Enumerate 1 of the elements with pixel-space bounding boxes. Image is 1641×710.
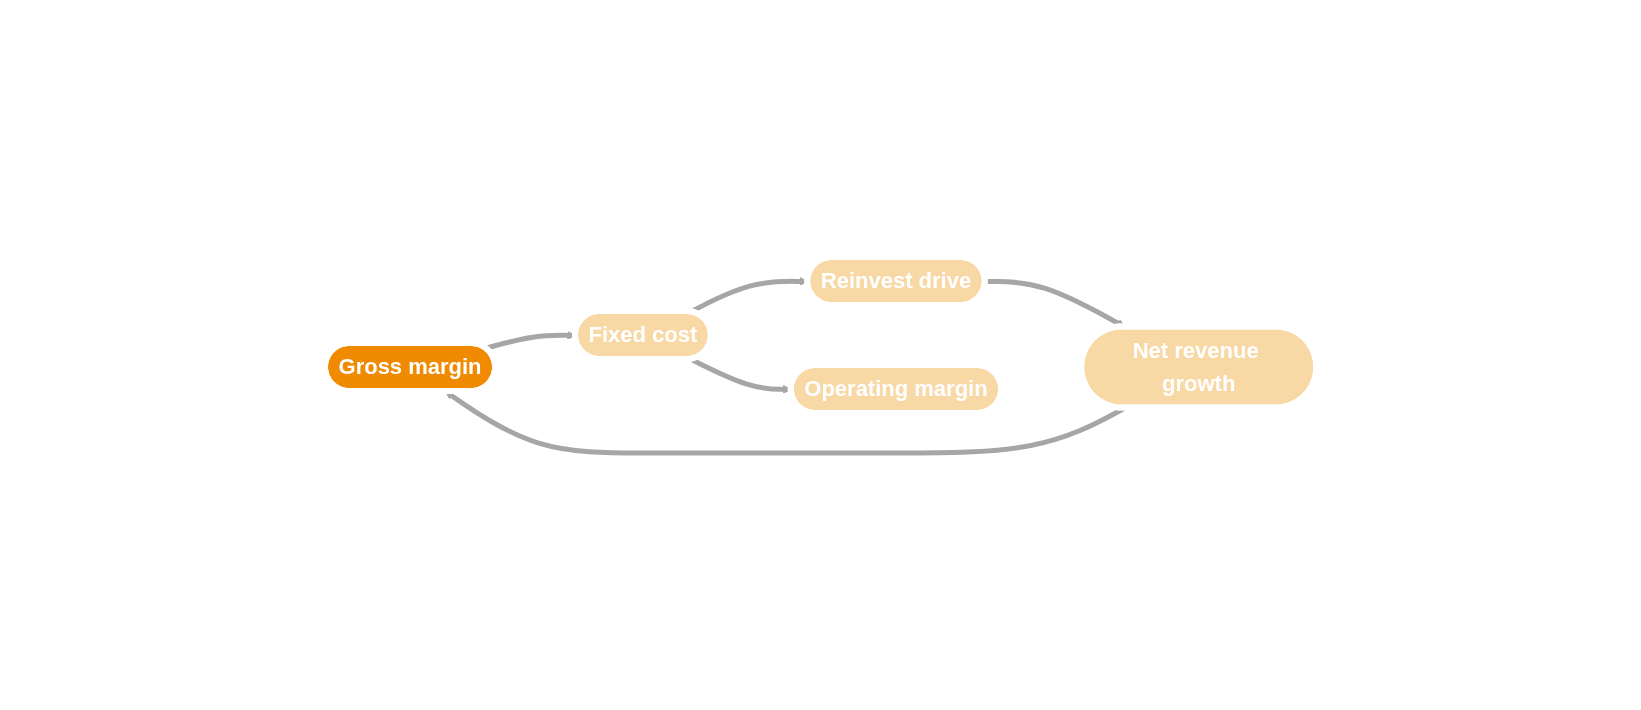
arrow: [444, 391, 1126, 456]
